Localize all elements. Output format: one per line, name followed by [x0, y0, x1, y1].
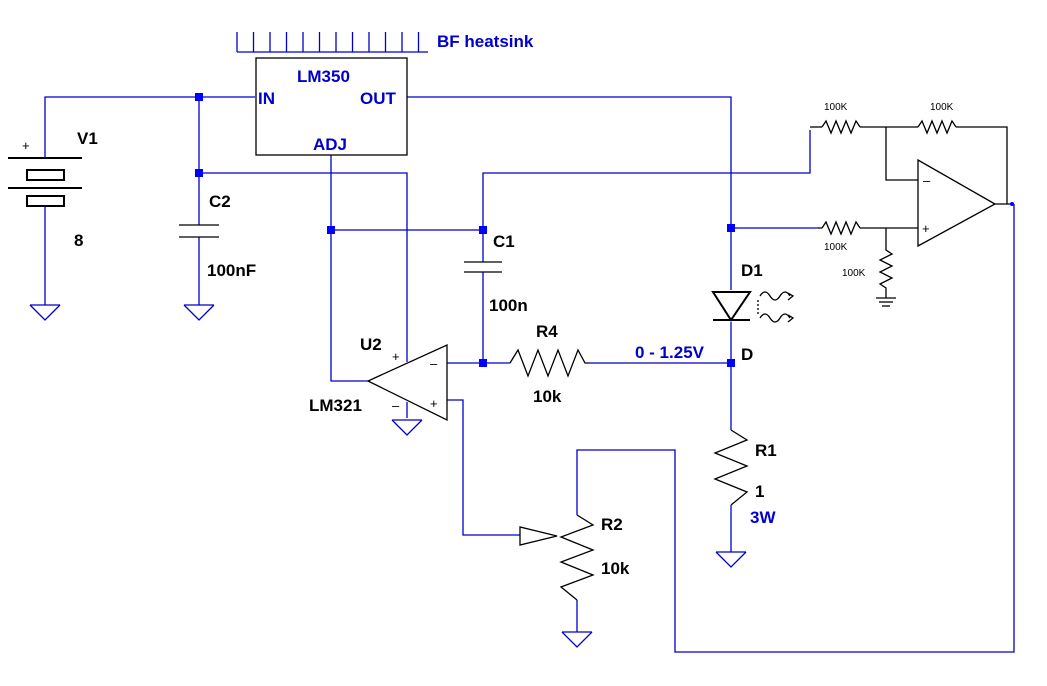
wire-u2plus-to-r2 — [447, 399, 520, 536]
opamp-u2-name: U2 — [360, 335, 382, 354]
capacitor-c1-name: C1 — [493, 232, 515, 251]
capacitor-c1-value: 100n — [489, 296, 528, 315]
regulator-pin-in: IN — [258, 89, 275, 108]
opamp-u2-symbol — [366, 343, 448, 422]
battery-name: V1 — [77, 129, 98, 148]
potentiometer-r2-value: 10k — [601, 559, 630, 578]
capacitor-c2-symbol — [179, 224, 219, 238]
resistor-r4-symbol — [509, 348, 590, 378]
ground-icon-v1 — [29, 304, 61, 321]
opamp-u2-minus: – — [430, 356, 438, 371]
battery-plus-sign: + — [22, 138, 30, 153]
resistor-r1-value: 1 — [755, 482, 764, 501]
ground-icon-c2 — [183, 304, 215, 321]
led-d1-name: D1 — [741, 261, 763, 280]
resistor-r1-name: R1 — [755, 441, 777, 460]
diff-amp-plus: + — [922, 221, 930, 236]
regulator-lm350-body — [255, 57, 408, 156]
capacitor-c2-value: 100nF — [207, 261, 256, 280]
wire-out-to-d1 — [407, 96, 732, 290]
ground-icon-u2 — [391, 419, 423, 436]
opamp-u2-part: LM321 — [309, 396, 362, 415]
battery-value: 8 — [74, 231, 83, 250]
diff-r-top-right-value: 100K — [930, 102, 954, 113]
wire-supply-u2 — [199, 172, 408, 358]
heatsink-label: BF heatsink — [437, 32, 534, 51]
ground-icon-r1 — [715, 551, 747, 568]
resistor-r1-power: 3W — [750, 508, 776, 527]
resistor-r4-name: R4 — [536, 322, 558, 341]
resistor-r4-value: 10k — [533, 387, 562, 406]
wires — [44, 96, 1015, 653]
regulator-name: LM350 — [297, 67, 350, 86]
opamp-u2-plus-top: + — [392, 349, 400, 364]
diff-r-shunt-value: 100K — [842, 268, 866, 279]
light-emission-icon — [757, 291, 795, 323]
battery-v1-symbol — [8, 140, 82, 305]
diff-amp-network — [810, 119, 1014, 307]
net-label-voltage: 0 - 1.25V — [635, 343, 705, 362]
wire-r2-feedback — [576, 204, 1015, 653]
opamp-u2-plus: + — [430, 396, 438, 411]
capacitor-c2-name: C2 — [209, 192, 231, 211]
potentiometer-wiper-arrow — [519, 526, 558, 546]
wire-v1-to-in — [44, 96, 255, 140]
net-label-d: D — [741, 345, 753, 364]
ground-icon-r2 — [561, 631, 593, 648]
led-d1-symbol — [711, 291, 752, 322]
diff-r-top-left-value: 100K — [824, 102, 848, 113]
resistor-r1-symbol — [713, 429, 749, 506]
wire-c1-top — [482, 130, 811, 262]
diff-amp-minus: – — [923, 173, 931, 188]
capacitor-c1-symbol — [464, 261, 502, 273]
opamp-u2-minus-bottom: – — [392, 398, 400, 413]
heatsink-symbol — [236, 32, 428, 53]
potentiometer-r2-name: R2 — [601, 515, 623, 534]
potentiometer-r2-symbol — [559, 514, 595, 601]
regulator-pin-out: OUT — [360, 89, 397, 108]
diff-r-bottom-left-value: 100K — [824, 242, 848, 253]
regulator-pin-adj: ADJ — [313, 135, 347, 154]
junction-dots — [195, 93, 735, 367]
